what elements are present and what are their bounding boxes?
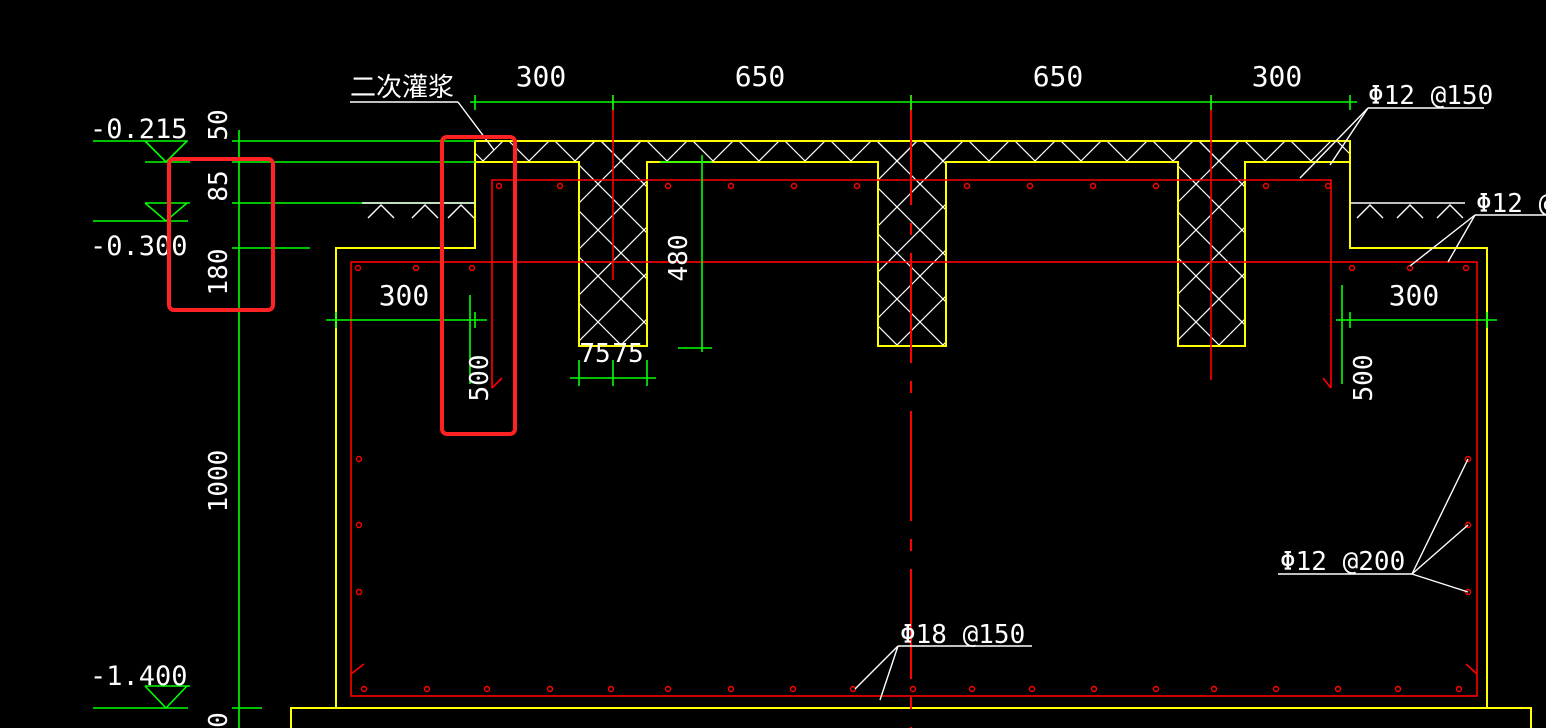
hatch-fills [475,141,1350,346]
dim-top-300-right: 300 [1252,60,1303,93]
dim-left-0: 0 [204,712,234,728]
dim-500-left: 500 [465,355,495,402]
ground-marks [362,202,1465,219]
dim-rib-75-left: 75 [579,339,610,369]
elevation-symbols [93,140,190,710]
rebar-label-right-wall: Φ12 @200 [1280,547,1405,577]
dim-top-650-left: 650 [735,60,786,93]
dim-inner-300-right: 300 [1389,279,1440,312]
dim-left-85: 85 [204,170,234,201]
rebar-lines [350,95,1478,697]
dim-left-180: 180 [204,249,234,296]
secondary-grout-label: 二次灌浆 [350,73,454,103]
dim-left-50: 50 [204,109,234,140]
rebar-label-side-right: Φ12 @ [1476,189,1546,219]
dimension-lines [232,95,1497,728]
elevation-minus-0215: -0.215 [90,114,188,145]
highlight-box-pocket-500 [440,135,517,436]
dim-inner-300-left: 300 [379,279,430,312]
leader-lines [350,101,1546,701]
elevation-minus-0300: -0.300 [90,231,188,262]
dim-500-right: 500 [1349,355,1379,402]
rebar-label-bottom: Φ18 @150 [900,620,1025,650]
highlight-box-left-dims [167,157,275,312]
dim-top-300-left: 300 [516,60,567,93]
dim-top-650-right: 650 [1033,60,1084,93]
elevation-minus-1400: -1.400 [90,661,188,692]
dim-rib-75-right: 75 [612,339,643,369]
rebar-label-top-right: Φ12 @150 [1368,81,1493,111]
dim-pocket-depth-480: 480 [664,235,694,282]
dim-left-1000: 1000 [204,450,234,513]
rebar-dots [354,182,1472,693]
